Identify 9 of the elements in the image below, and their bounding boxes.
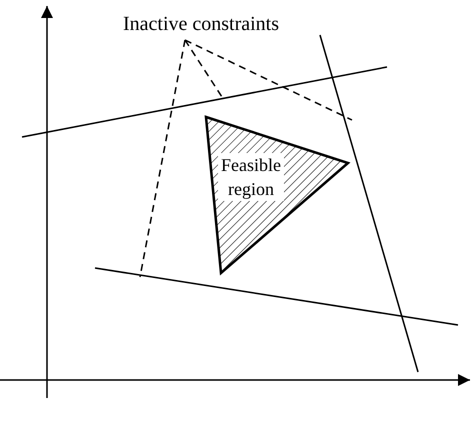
leader-line: [184, 39, 352, 121]
constraint-line: [22, 66, 388, 138]
leader-line: [184, 40, 223, 98]
constraint-line: [319, 34, 419, 372]
leader-line: [139, 40, 186, 278]
feasible-region-triangle: [206, 117, 348, 273]
annotation-label: Inactive constraints: [122, 12, 280, 36]
region-label: Feasible region: [218, 153, 284, 201]
constraint-line: [94, 267, 458, 326]
